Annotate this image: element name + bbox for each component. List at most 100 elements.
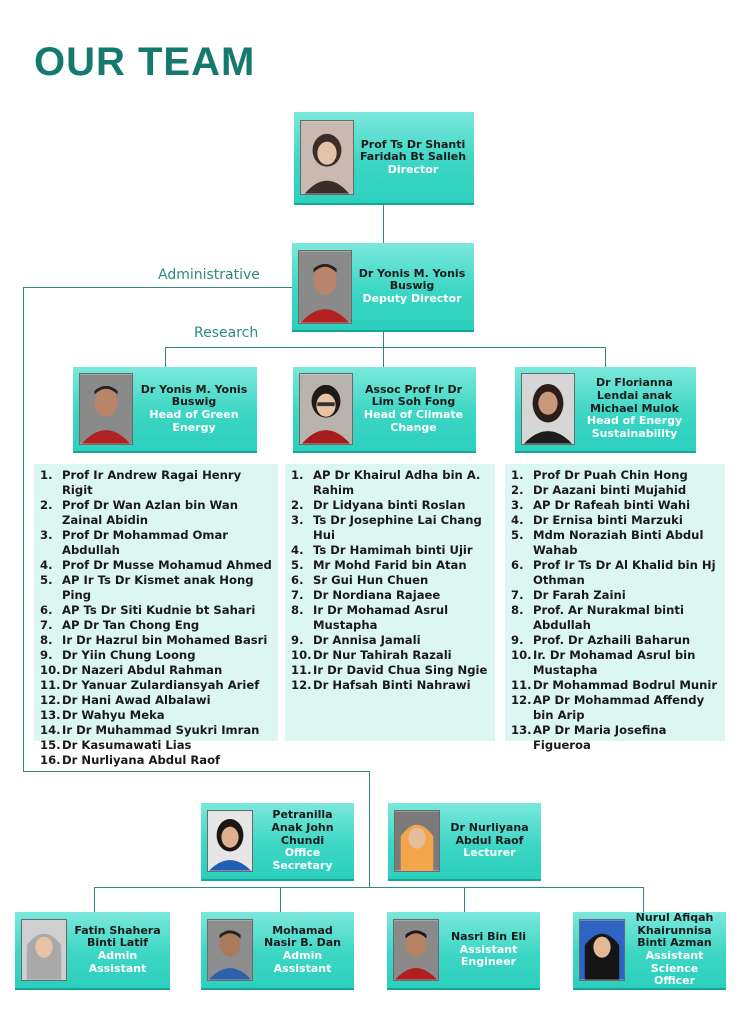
staff-name: Nasri Bin Eli (450, 930, 527, 944)
staff-role: Assistant Science Officer (645, 949, 704, 988)
staff-card-admin-assistant-2: Mohamad Nasir B. Dan Admin Assistant (201, 912, 354, 990)
connector-head-2 (383, 347, 384, 367)
list-item-text: Dr Yiin Chung Loong (62, 648, 196, 662)
deputy-photo (298, 249, 352, 324)
list-item-number: 6. (40, 603, 53, 617)
list-item-text: Dr Hafsah Binti Nahrawi (313, 678, 471, 692)
list-item-number: 5. (511, 528, 524, 542)
list-item-text: AP Dr Khairul Adha bin A. Rahim (313, 468, 481, 497)
list-item-number: 10. (291, 648, 312, 662)
connector-deputy-research (383, 332, 384, 348)
head-card-energy-sustainability: Dr Florianna Lendai anak Michael Mulok H… (515, 367, 696, 453)
list-item-number: 3. (511, 498, 524, 512)
list-item: 9. Prof. Dr Azhaili Baharun (511, 633, 721, 648)
list-item: 11.Dr Yanuar Zulardiansyah Arief (40, 678, 274, 693)
list-item: 16.Dr Nurliyana Abdul Raof (40, 753, 274, 768)
list-item-number: 9. (511, 633, 524, 647)
list-item: 15.Dr Kasumawati Lias (40, 738, 274, 753)
staff-name: Fatin Shahera Binti Latif (74, 923, 161, 950)
label-administrative: Administrative (158, 267, 260, 283)
list-item-text: Mdm Noraziah Binti Abdul Wahab (533, 528, 704, 557)
staff-card-assistant-engineer: Nasri Bin Eli Assistant Engineer (387, 912, 540, 990)
director-name: Prof Ts Dr Shanti Faridah Bt Salleh (359, 137, 467, 164)
staff-name: Dr Nurliyana Abdul Raof (450, 821, 529, 847)
list-item-number: 12. (511, 693, 532, 707)
connector-admin-down (369, 771, 370, 888)
list-item-text: Dr Yanuar Zulardiansyah Arief (62, 678, 260, 692)
list-item-number: 8. (511, 603, 524, 617)
list-item-number: 11. (511, 678, 532, 692)
list-item: 4.Dr Ernisa binti Marzuki (511, 513, 721, 528)
director-role: Director (387, 162, 439, 176)
staff-photo-assistant-science-officer (579, 919, 625, 981)
list-item: 2.Dr Lidyana binti Roslan (291, 498, 491, 513)
connector-staff-1 (94, 887, 95, 912)
list-item-text: AP Dr Mohammad Affendy bin Arip (533, 693, 705, 722)
list-item: 13.Dr Wahyu Meka (40, 708, 274, 723)
list-item: 8.Ir Dr Mohamad Asrul Mustapha (291, 603, 491, 633)
head-role: Head of Climate Change (363, 408, 464, 434)
head-photo-energy-sustainability (521, 373, 575, 445)
list-item-number: 1. (291, 468, 304, 482)
staff-photo-assistant-engineer (393, 919, 439, 981)
list-item-number: 10. (40, 663, 61, 677)
list-item-number: 9. (291, 633, 304, 647)
list-item: 4.Prof Dr Musse Mohamud Ahmed (40, 558, 274, 573)
list-item-text: Ir Dr Hazrul bin Mohamed Basri (62, 633, 268, 647)
list-item: 3.Prof Dr Mohammad Omar Abdullah (40, 528, 274, 558)
list-item-number: 1. (511, 468, 524, 482)
staff-name: Nurul Afiqah Khairunnisa Binti Azman (635, 911, 714, 950)
list-item-number: 2. (511, 483, 524, 497)
list-item: 8.Prof. Ar Nurakmal binti Abdullah (511, 603, 721, 633)
staff-photo-lecturer (394, 810, 440, 872)
list-item: 10.Dr Nur Tahirah Razali (291, 648, 491, 663)
list-item: 5. Mdm Noraziah Binti Abdul Wahab (511, 528, 721, 558)
connector-admin-left (23, 287, 24, 772)
list-item-text: AP Dr Rafeah binti Wahi (533, 498, 691, 512)
list-item-text: Dr Nurliyana Abdul Raof (62, 753, 221, 767)
connector-staff-4 (643, 887, 644, 912)
head-photo-climate-change (299, 373, 353, 445)
head-card-climate-change: Assoc Prof Ir Dr Lim Soh Fong Head of Cl… (293, 367, 476, 453)
staff-name: Mohamad Nasir B. Dan (264, 923, 341, 950)
connector-head-3 (605, 347, 606, 367)
list-item-number: 7. (40, 618, 53, 632)
list-item-number: 9. (40, 648, 53, 662)
list-item: 7.AP Dr Tan Chong Eng (40, 618, 274, 633)
list-item-text: Dr Farah Zaini (533, 588, 626, 602)
list-item-number: 4. (511, 513, 524, 527)
list-item-number: 2. (291, 498, 304, 512)
list-item-number: 1. (40, 468, 53, 482)
list-item-number: 12. (40, 693, 61, 707)
list-item-text: Prof. Dr Azhaili Baharun (533, 633, 691, 647)
list-item-number: 14. (40, 723, 61, 737)
list-item-text: Prof Ir Ts Dr Al Khalid bin Hj Othman (533, 558, 716, 587)
list-item: 2.Prof Dr Wan Azlan bin Wan Zainal Abidi… (40, 498, 274, 528)
connector-research-bar (165, 347, 606, 348)
list-item: 5.Mr Mohd Farid bin Atan (291, 558, 491, 573)
list-item-text: AP Dr Maria Josefina Figueroa (533, 723, 667, 752)
list-item: 12.Dr Hani Awad Albalawi (40, 693, 274, 708)
list-item-number: 15. (40, 738, 61, 752)
list-item: 9. Dr Yiin Chung Loong (40, 648, 274, 663)
list-item-number: 10. (511, 648, 532, 662)
staff-photo-admin-assistant-1 (21, 919, 67, 981)
list-item-text: Ir Dr David Chua Sing Ngie (313, 663, 488, 677)
staff-card-admin-assistant-1: Fatin Shahera Binti Latif Admin Assistan… (15, 912, 170, 990)
connector-admin-bottom (23, 771, 370, 772)
list-item: 1. AP Dr Khairul Adha bin A. Rahim (291, 468, 491, 498)
list-item-text: Prof Dr Puah Chin Hong (533, 468, 688, 482)
connector-staff-3 (464, 887, 465, 912)
list-item-number: 5. (291, 558, 304, 572)
head-name: Dr Yonis M. Yonis Buswig (140, 382, 248, 409)
list-item: 11.Dr Mohammad Bodrul Munir (511, 678, 721, 693)
list-item-text: Ir Dr Mohamad Asrul Mustapha (313, 603, 449, 632)
deputy-role: Deputy Director (362, 291, 462, 305)
connector-staff-bar (94, 887, 644, 888)
list-item-number: 2. (40, 498, 53, 512)
list-item-text: Dr Annisa Jamali (313, 633, 421, 647)
list-item: 7.Dr Nordiana Rajaee (291, 588, 491, 603)
list-item-text: Ts Dr Hamimah binti Ujir (313, 543, 473, 557)
